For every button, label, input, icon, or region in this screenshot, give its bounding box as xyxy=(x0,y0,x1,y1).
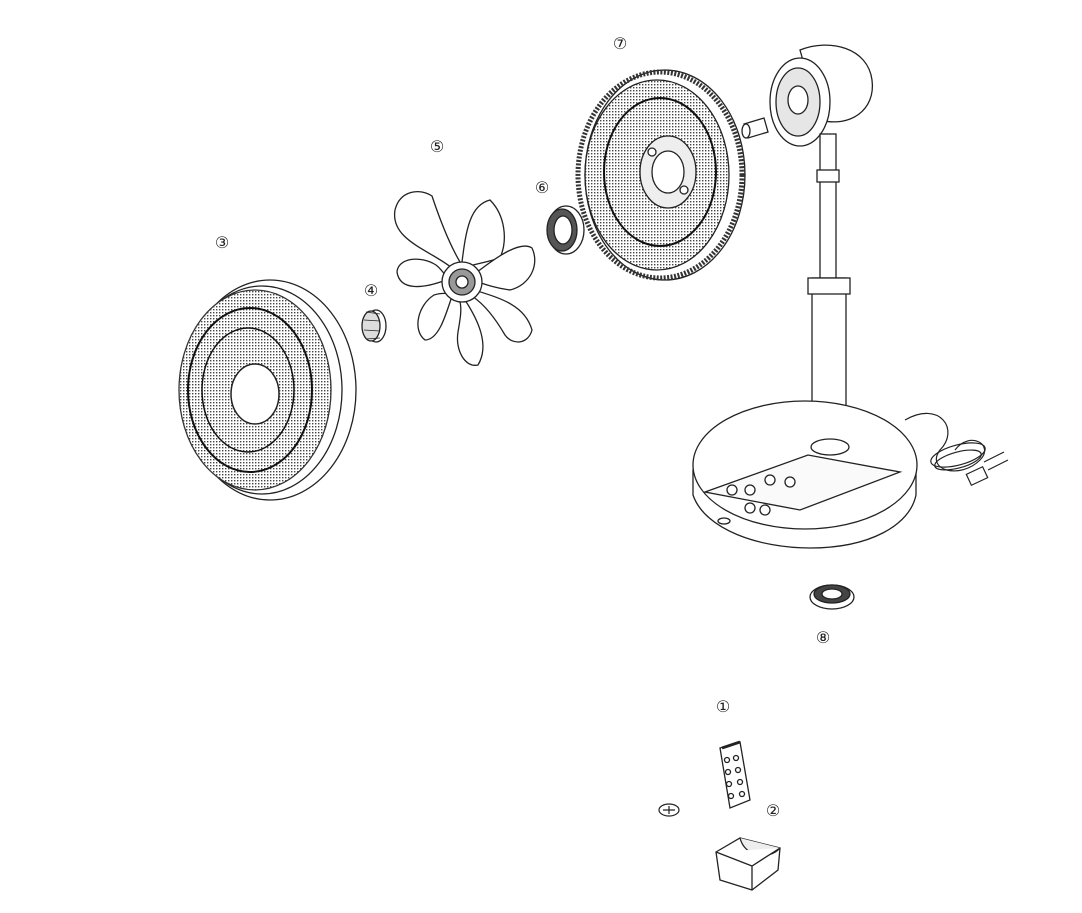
stand-base xyxy=(692,400,918,549)
rear-guard xyxy=(575,69,746,281)
callout-7: ⑦ xyxy=(612,34,628,53)
callout-5: ⑤ xyxy=(429,137,445,156)
callout-4: ④ xyxy=(363,281,379,300)
front-guard xyxy=(178,279,357,501)
stand-pole xyxy=(807,133,851,449)
callout-8: ⑧ xyxy=(815,628,831,647)
spinner-cap xyxy=(361,309,387,343)
remote-holder xyxy=(715,837,781,891)
power-cord xyxy=(904,412,1009,487)
callout-1: ① xyxy=(715,697,731,716)
motor-head xyxy=(741,44,873,147)
remote-control xyxy=(719,740,751,809)
rear-guard-nut xyxy=(546,205,585,255)
callout-3: ③ xyxy=(214,233,230,252)
screw xyxy=(658,803,680,817)
callout-2: ② xyxy=(765,801,781,820)
pole-nut xyxy=(809,584,855,610)
fan-blade xyxy=(394,190,536,366)
callout-6: ⑥ xyxy=(534,178,550,197)
